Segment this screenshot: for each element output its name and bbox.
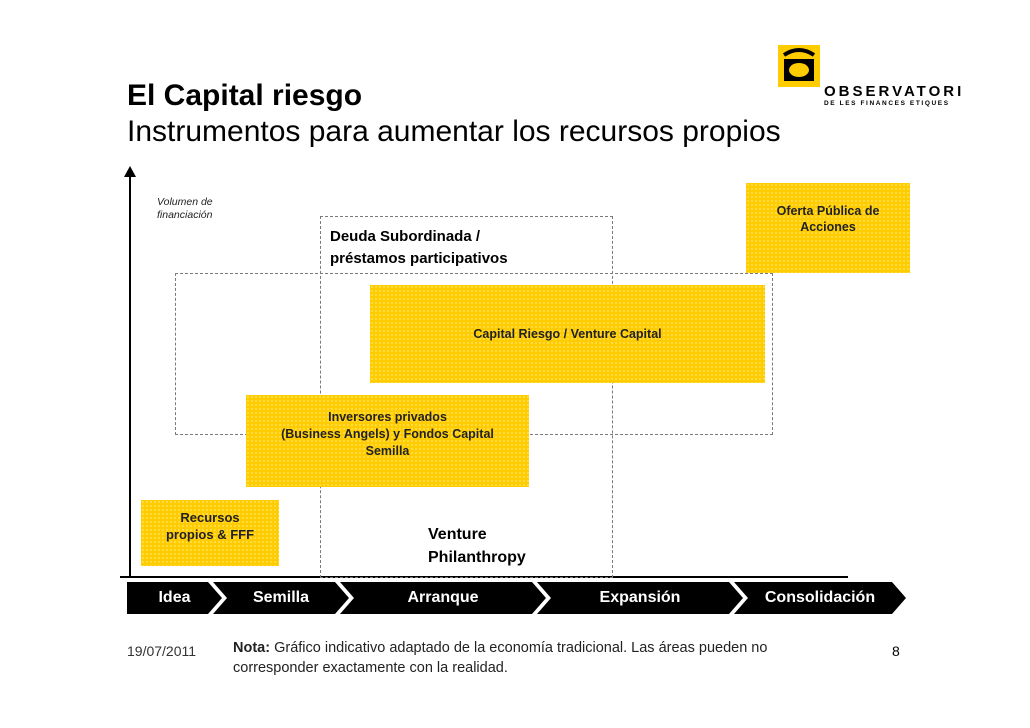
stage-arranque-label: Arranque bbox=[407, 589, 479, 606]
footer-note-label: Nota: bbox=[233, 640, 271, 656]
slide-title: El Capital riesgo bbox=[127, 79, 363, 112]
footer-note-text: Gráfico indicativo adaptado de la econom… bbox=[233, 640, 768, 676]
box-recursos-propios: Recursos propios & FFF bbox=[141, 500, 279, 566]
footer-note: Nota: Gráfico indicativo adaptado de la … bbox=[233, 638, 833, 678]
stage-arranque: Arranque bbox=[340, 582, 546, 614]
stage-expansion: Expansión bbox=[537, 582, 743, 614]
stage-expansion-label: Expansión bbox=[599, 589, 681, 606]
box-recursos-line1: Recursos bbox=[180, 510, 240, 525]
box-oferta-publica: Oferta Pública de Acciones bbox=[746, 183, 910, 273]
slide-subtitle: Instrumentos para aumentar los recursos … bbox=[127, 115, 781, 148]
box-capital-riesgo: Capital Riesgo / Venture Capital bbox=[370, 285, 765, 383]
box-inversores-privados: Inversores privados (Business Angels) y … bbox=[246, 395, 529, 487]
label-deuda-line2: préstamos participativos bbox=[330, 250, 508, 267]
stage-idea-label: Idea bbox=[158, 589, 191, 606]
stage-idea: Idea bbox=[127, 582, 222, 614]
label-deuda-subordinada: Deuda Subordinada / préstamos participat… bbox=[330, 226, 508, 270]
box-recursos-line2: propios & FFF bbox=[165, 527, 255, 542]
observatori-logo-icon bbox=[778, 45, 820, 87]
stage-semilla-label: Semilla bbox=[252, 589, 310, 606]
footer-date: 19/07/2011 bbox=[127, 643, 197, 659]
label-venture-line1: Venture bbox=[428, 526, 487, 543]
y-axis bbox=[129, 176, 131, 578]
box-inversores-line1: Inversores privados bbox=[328, 409, 447, 424]
stage-consolidacion: Consolidación bbox=[734, 582, 906, 614]
label-venture-line2: Philanthropy bbox=[428, 549, 526, 566]
y-axis-label: Volumen de financiación bbox=[157, 196, 213, 221]
logo-tagline: DE LES FINANCES ETIQUES bbox=[824, 100, 950, 107]
box-capital-riesgo-label: Capital Riesgo / Venture Capital bbox=[473, 327, 662, 341]
box-oferta-publica-label: Oferta Pública de Acciones bbox=[776, 204, 880, 234]
stage-consolidacion-label: Consolidación bbox=[764, 589, 876, 606]
box-inversores-line3: Semilla bbox=[365, 443, 410, 458]
label-deuda-line1: Deuda Subordinada / bbox=[330, 228, 481, 245]
box-inversores-line2: (Business Angels) y Fondos Capital bbox=[281, 426, 494, 441]
y-axis-arrow-icon bbox=[124, 166, 136, 177]
label-venture-philanthropy: Venture Philanthropy bbox=[428, 523, 526, 569]
stage-semilla: Semilla bbox=[213, 582, 349, 614]
logo-wordmark: OBSERVATORI bbox=[824, 83, 965, 100]
page-number: 8 bbox=[892, 643, 900, 659]
